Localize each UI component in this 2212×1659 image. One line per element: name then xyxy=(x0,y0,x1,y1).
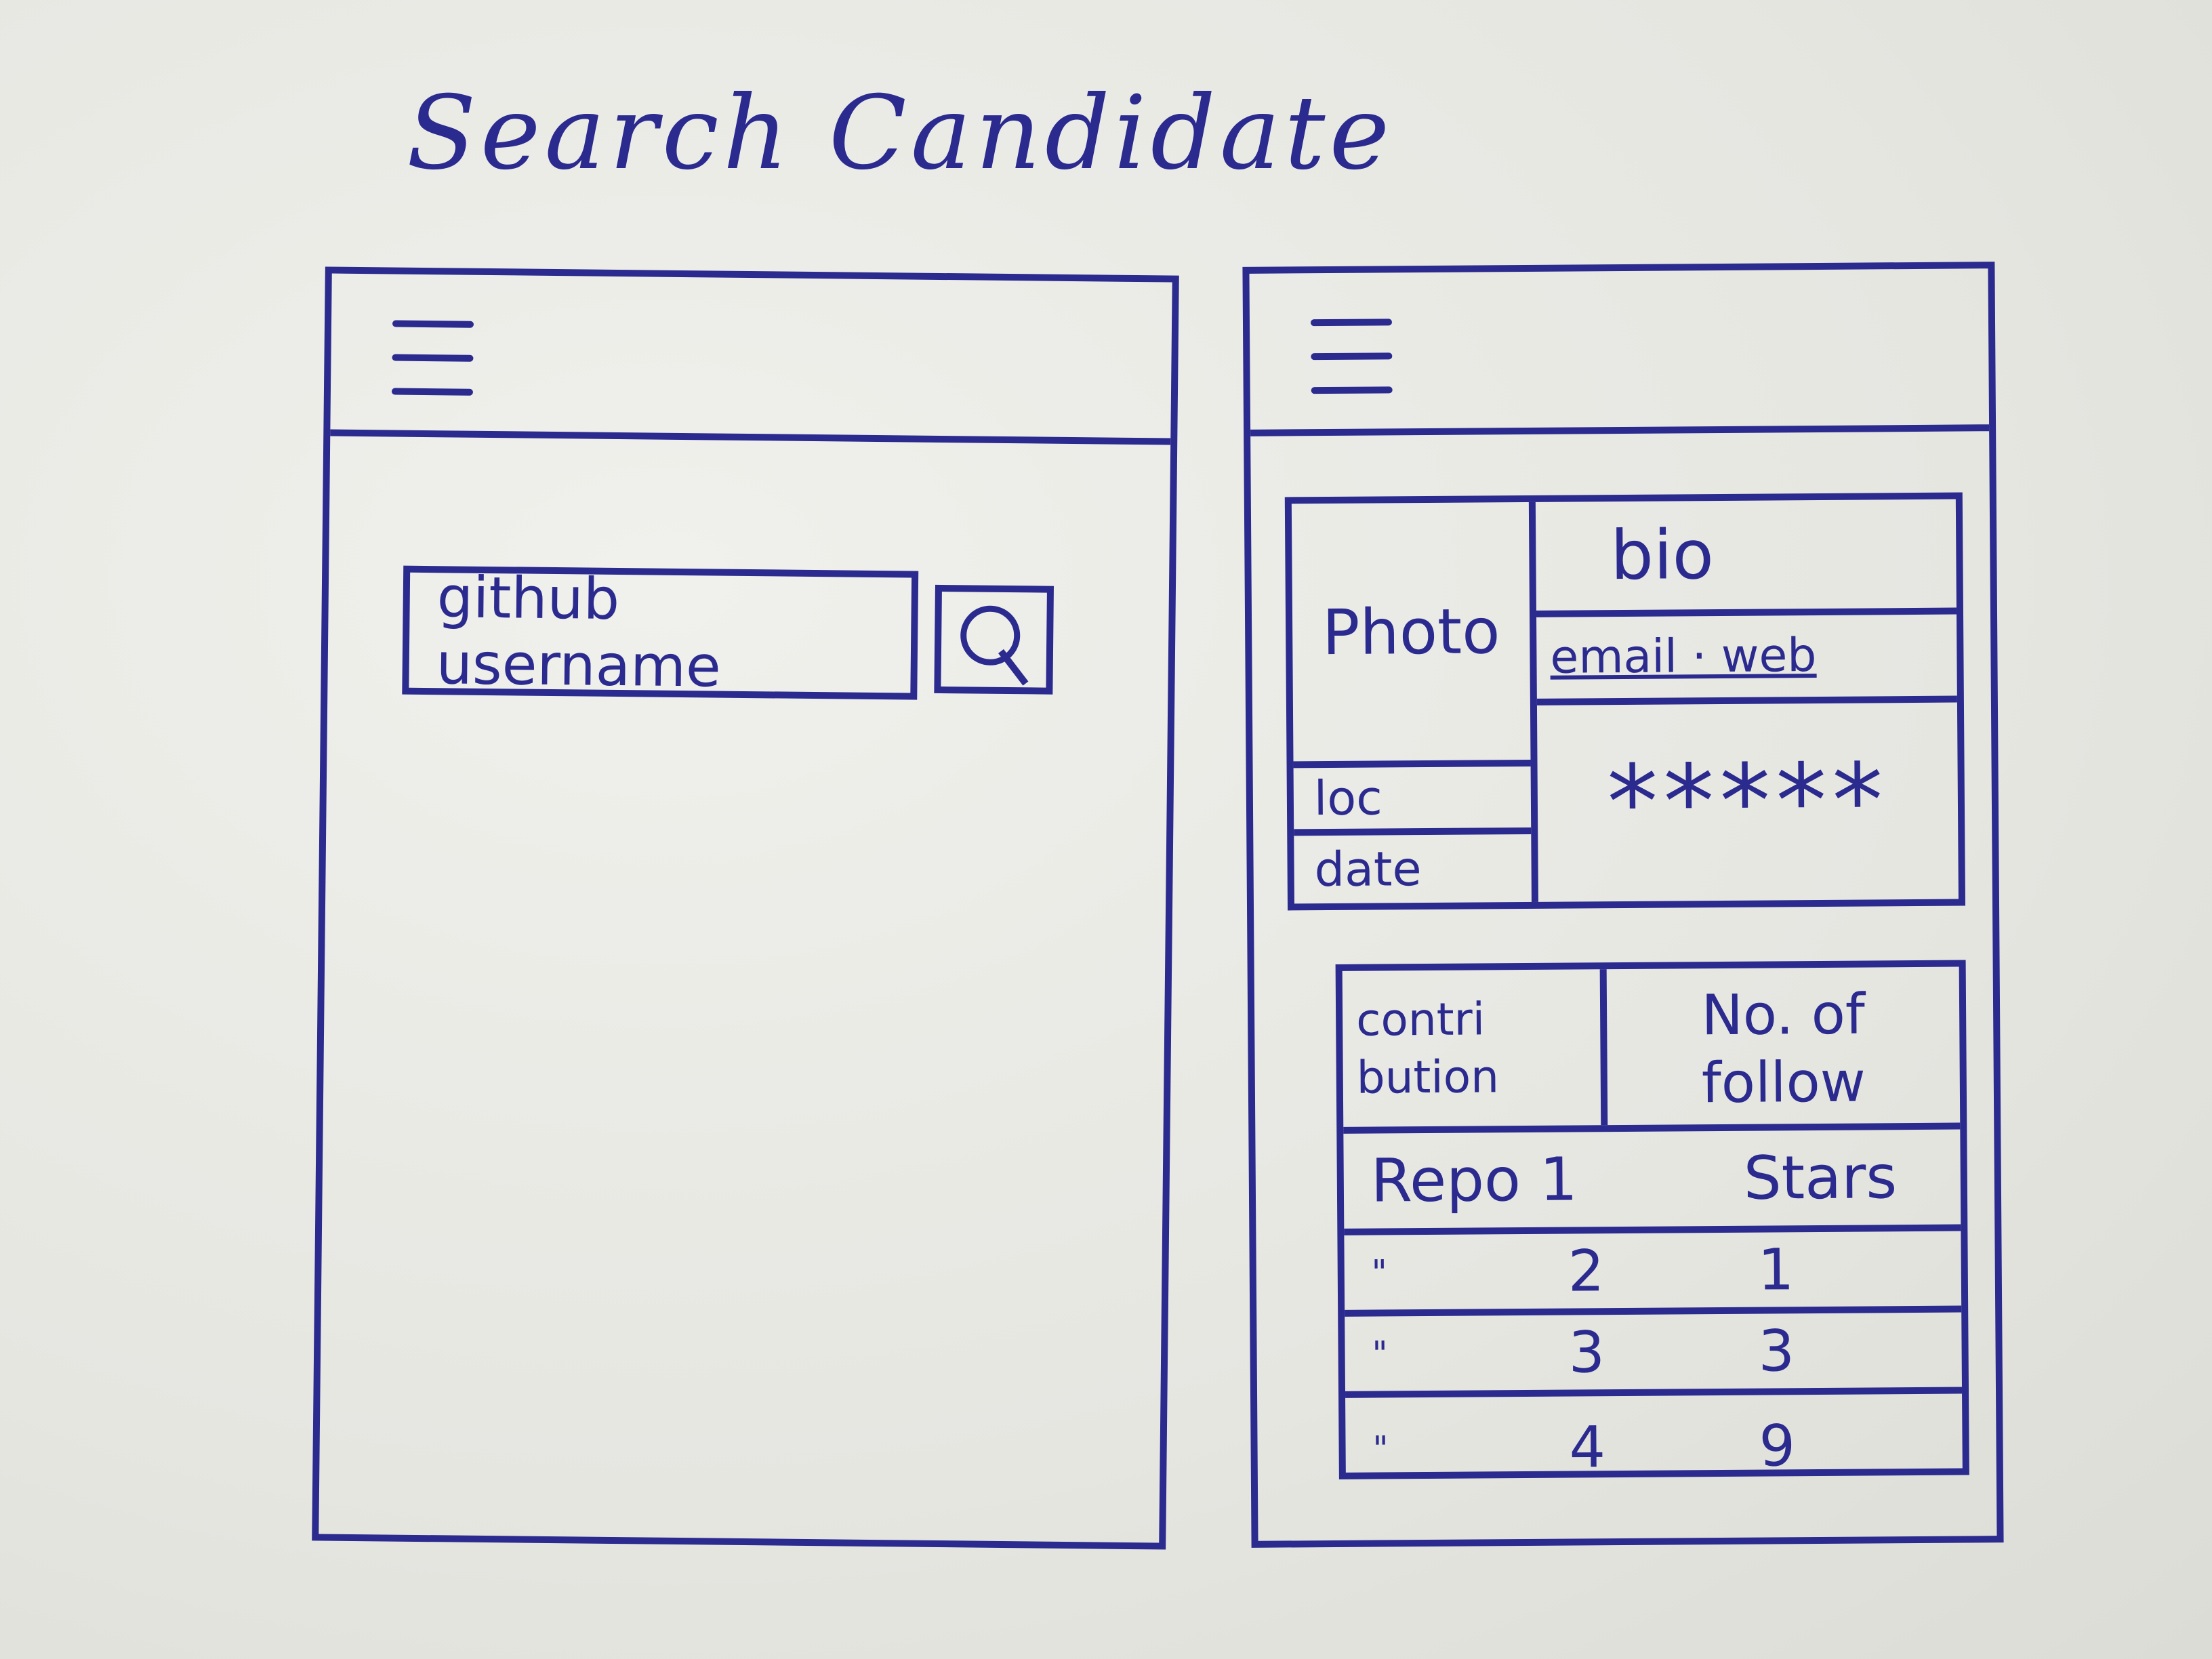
search-button[interactable] xyxy=(934,584,1054,695)
profile-photo: Photo xyxy=(1322,594,1500,669)
stats-header: contri bution No. of follow xyxy=(1342,966,1961,1134)
repo-name: 3 xyxy=(1568,1319,1605,1386)
repo-stars: 9 xyxy=(1759,1412,1796,1479)
search-icon-handle xyxy=(998,649,1029,686)
email-web-links[interactable]: email · web xyxy=(1536,614,1957,705)
page-title: Search Candidate xyxy=(407,75,1394,192)
app-bar xyxy=(330,273,1172,445)
star-rating: ***** xyxy=(1606,742,1889,863)
repo-name: 4 xyxy=(1569,1414,1606,1481)
stars-column-header: Stars xyxy=(1743,1142,1898,1213)
repo-table-header: Repo 1 Stars xyxy=(1343,1129,1961,1235)
profile-screen: Photo loc date bio email · web ***** con… xyxy=(1242,262,2004,1548)
search-screen: github username xyxy=(312,266,1179,1550)
ditto-mark: " xyxy=(1371,1252,1387,1292)
bio-field: bio xyxy=(1535,499,1957,617)
repo-name: 2 xyxy=(1568,1237,1605,1305)
repo-row[interactable]: " 3 3 xyxy=(1345,1312,1963,1398)
repo-row[interactable]: " 4 9 xyxy=(1345,1408,1963,1480)
photo-column: Photo loc date xyxy=(1291,501,1538,904)
repo-column-header: Repo 1 xyxy=(1370,1144,1578,1216)
ditto-mark: " xyxy=(1372,1334,1388,1374)
stats-card: contri bution No. of follow Repo 1 Stars… xyxy=(1335,960,1969,1481)
hamburger-menu-icon[interactable] xyxy=(1310,313,1399,402)
followers-stat: No. of follow xyxy=(1701,982,1866,1116)
app-bar xyxy=(1249,268,1990,436)
location-field: loc xyxy=(1293,759,1532,830)
date-field: date xyxy=(1294,827,1532,904)
contribution-stat: contri bution xyxy=(1342,969,1608,1127)
profile-card: Photo loc date bio email · web ***** xyxy=(1284,492,1966,911)
github-username-input[interactable]: github username xyxy=(402,564,919,700)
ditto-mark: " xyxy=(1372,1429,1389,1469)
search-icon xyxy=(960,605,1021,666)
repo-stars: 1 xyxy=(1757,1236,1795,1303)
repo-row[interactable]: " 2 1 xyxy=(1344,1231,1962,1317)
repo-stars: 3 xyxy=(1758,1317,1795,1385)
hamburger-menu-icon[interactable] xyxy=(391,314,480,403)
